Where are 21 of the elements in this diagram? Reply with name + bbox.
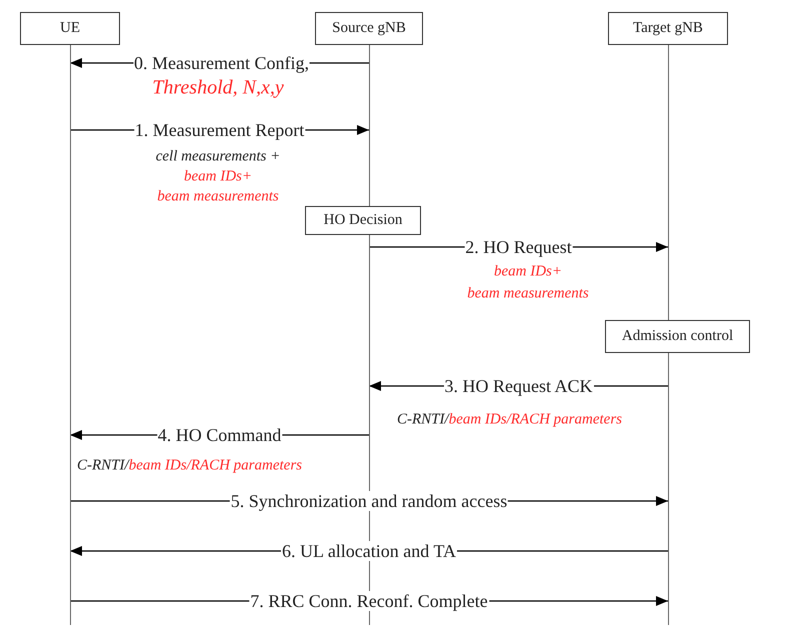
process-box bbox=[305, 206, 421, 235]
message-parameter: beam IDs/RACH parameters bbox=[448, 412, 622, 428]
message-parameter: beam IDs/RACH parameters bbox=[128, 458, 302, 474]
message-parameter: beam IDs+ bbox=[184, 168, 252, 186]
node-label: Target gNB bbox=[633, 20, 703, 37]
node-label: Source gNB bbox=[332, 20, 406, 37]
message-parameter: Threshold, N,x,y bbox=[152, 76, 284, 100]
message-parameter: cell measurements + bbox=[156, 148, 280, 166]
message-parameter: beam IDs+ bbox=[494, 264, 562, 280]
node-label: HO Decision bbox=[324, 212, 402, 229]
message-parameter: C-RNTI/ bbox=[397, 412, 449, 428]
message-parameter: C-RNTI/ bbox=[77, 458, 129, 474]
node-label: Admission control bbox=[622, 328, 734, 345]
edge-label: 0. Measurement Config, bbox=[133, 53, 310, 73]
process-box bbox=[605, 320, 750, 353]
message-parameter: beam measurements bbox=[157, 188, 279, 206]
message-parameter: beam measurements bbox=[467, 286, 589, 302]
edge-label: 7. RRC Conn. Reconf. Complete bbox=[249, 591, 489, 611]
edge-label: 6. UL allocation and TA bbox=[281, 541, 457, 561]
node-label: UE bbox=[60, 20, 80, 37]
edge-label: 5. Synchronization and random access bbox=[230, 491, 508, 511]
